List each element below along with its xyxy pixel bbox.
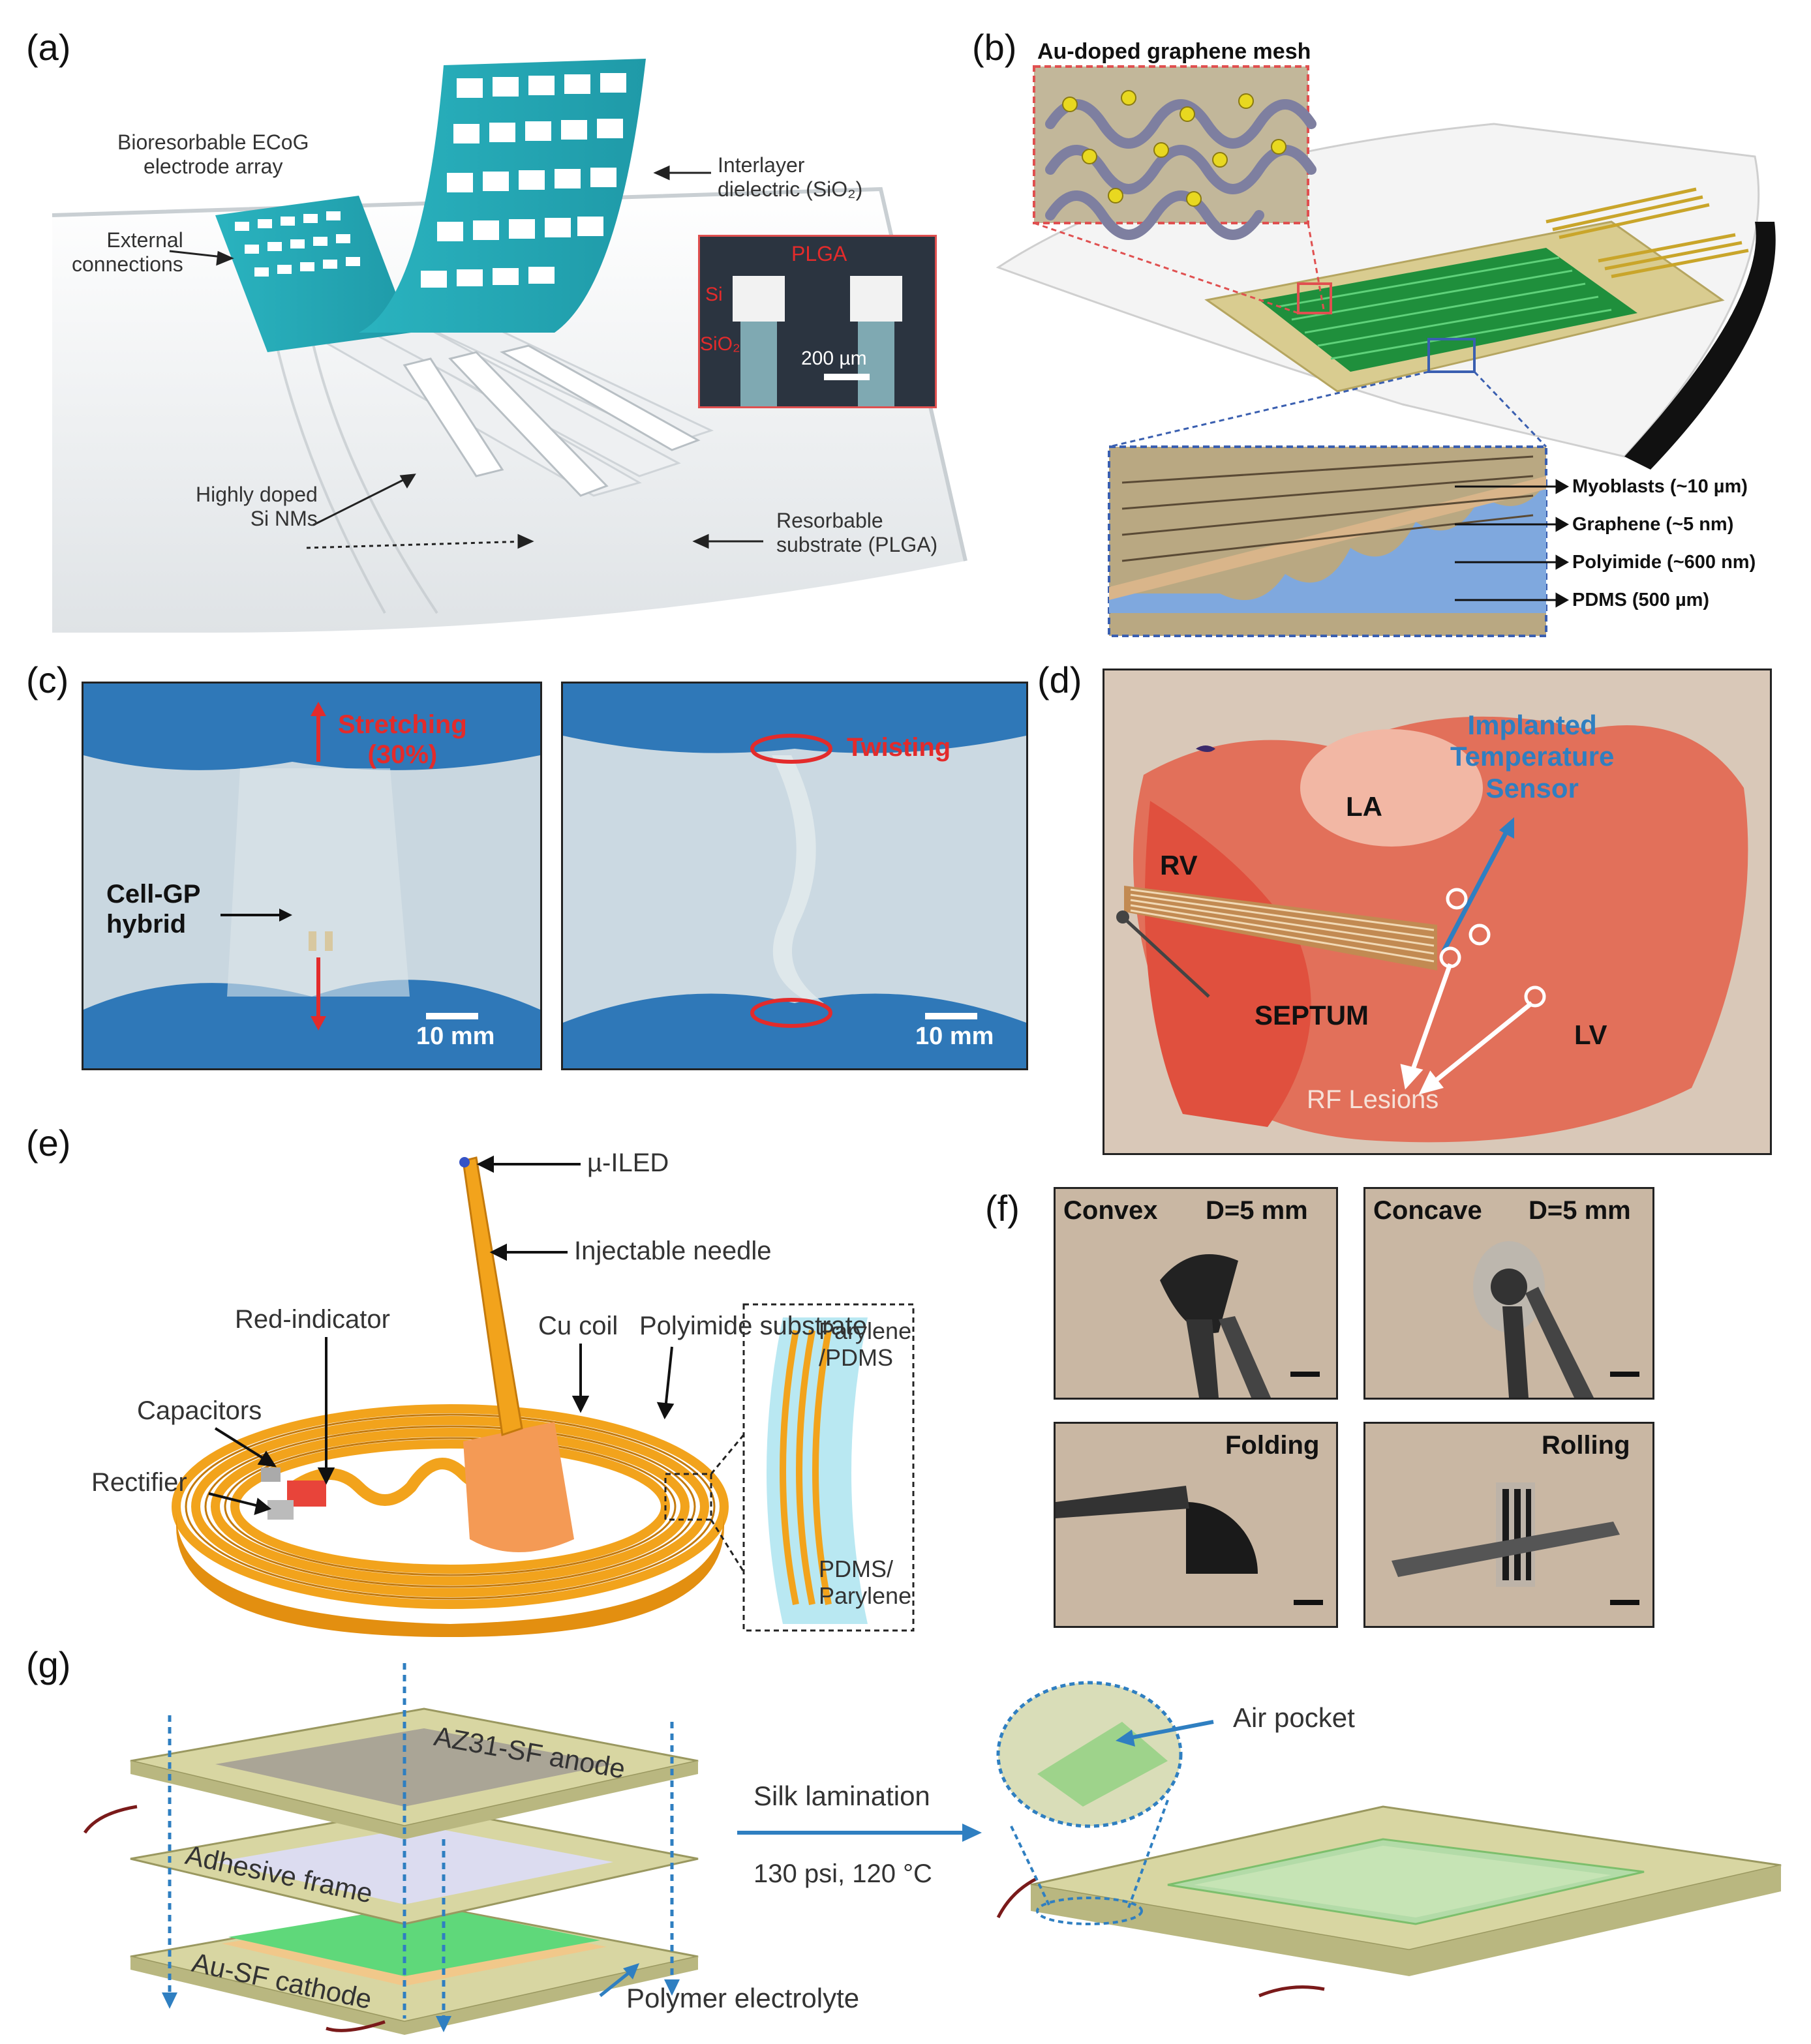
photo-folding: Folding [1054, 1422, 1338, 1628]
label-external-connections: External connections [72, 228, 183, 276]
panel-g-letter: (g) [26, 1644, 71, 1685]
panel-e-letter: (e) [26, 1122, 71, 1164]
lv-label: LV [1574, 1019, 1607, 1050]
label-ecog-array: Bioresorbable ECoG electrode array [117, 130, 309, 178]
capacitors-label: Capacitors [137, 1396, 262, 1425]
iled-label: µ-ILED [587, 1149, 669, 1177]
convex-label: Convex [1063, 1196, 1158, 1225]
panel-a-letter: (a) [26, 27, 71, 68]
panel-d-heart-photo: Implanted Temperature Sensor LA RV SEPTU… [1103, 669, 1772, 1155]
layer-myoblasts: Myoblasts (~10 µm) [1572, 476, 1748, 497]
panel-c-letter: (c) [26, 659, 69, 700]
panel-b-title: Au-doped graphene mesh [1037, 39, 1311, 64]
stretching-scale-label: 10 mm [416, 1023, 495, 1050]
air-pocket-label: Air pocket [1233, 1702, 1355, 1733]
red-indicator-label: Red-indicator [235, 1305, 390, 1334]
layer-polyimide: Polyimide (~600 nm) [1572, 552, 1756, 573]
inset-scale-label: 200 µm [801, 348, 867, 369]
panel-e-illustration [172, 1155, 915, 1637]
needle-label: Injectable needle [574, 1237, 772, 1265]
folding-label: Folding [1225, 1431, 1320, 1460]
polyimide-label: Polyimide substrate [639, 1312, 868, 1340]
twisting-scale-label: 10 mm [915, 1023, 994, 1050]
pdms-parylene-label: PDMS/ Parylene [819, 1556, 912, 1610]
panel-g: (g) [20, 1644, 1801, 2035]
panel-e: (e) [20, 1122, 933, 1644]
label-resorbable-substrate: Resorbable substrate (PLGA) [776, 509, 938, 556]
panel-a-inset: PLGA Si SiO₂ 200 µm [698, 235, 937, 408]
inset-plga-label: PLGA [791, 242, 847, 265]
conditions-label: 130 psi, 120 °C [753, 1859, 932, 1888]
rv-label: RV [1160, 850, 1198, 880]
inset-si-label: Si [705, 284, 723, 305]
panel-c-stretching-photo: Stretching (30%) Cell-GP hybrid 10 mm [82, 682, 542, 1070]
photo-concave: Concave D=5 mm [1363, 1187, 1654, 1400]
panel-c: (c) Stretching (30%) Cell-GP hybrid 10 m… [20, 659, 1037, 1076]
photo-rolling: Rolling [1363, 1422, 1654, 1628]
panel-g-illustration [83, 1663, 1782, 2035]
electrolyte-label: Polymer electrolyte [626, 1983, 860, 2013]
twisting-label: Twisting [847, 733, 951, 762]
photo-convex: Convex D=5 mm [1054, 1187, 1338, 1400]
panel-b-letter: (b) [972, 27, 1017, 68]
parylene-pdms-label: Parylene /PDMS [819, 1317, 912, 1372]
septum-label: SEPTUM [1255, 1000, 1369, 1030]
implanted-sensor-label: Implanted Temperature Sensor [1450, 710, 1615, 804]
rolling-label: Rolling [1542, 1431, 1630, 1460]
rectifier-label: Rectifier [91, 1468, 187, 1497]
layer-graphene: Graphene (~5 nm) [1572, 514, 1734, 535]
panel-d-letter: (d) [1037, 659, 1082, 700]
label-doped-si: Highly doped Si NMs [196, 483, 318, 530]
concave-label: Concave [1373, 1196, 1482, 1225]
stretching-label: Stretching (30%) [338, 710, 467, 769]
cell-gp-hybrid-label: Cell-GP hybrid [106, 880, 201, 939]
cu-coil-label: Cu coil [538, 1312, 618, 1340]
rf-lesions-label: RF Lesions [1307, 1085, 1439, 1114]
layer-pdms: PDMS (500 µm) [1572, 590, 1710, 610]
panel-f: (f) Convex D=5 mm Concave D=5 mm Folding [985, 1174, 1801, 1644]
lamination-label: Silk lamination [753, 1781, 930, 1811]
panel-b: (b) Au-doped graphene mesh [972, 26, 1801, 652]
panel-b-illustration [996, 65, 1776, 637]
panel-d: (d) Implanted T [1037, 659, 1794, 1167]
concave-diameter-label: D=5 mm [1529, 1196, 1631, 1225]
panel-f-letter: (f) [985, 1188, 1020, 1229]
label-dielectric: Interlayer dielectric (SiO₂) [718, 153, 863, 201]
panel-c-twisting-photo: Twisting 10 mm [561, 682, 1028, 1070]
convex-diameter-label: D=5 mm [1206, 1196, 1308, 1225]
la-label: LA [1346, 791, 1382, 822]
panel-a: (a) [20, 26, 985, 633]
inset-sio2-label: SiO₂ [700, 333, 740, 355]
